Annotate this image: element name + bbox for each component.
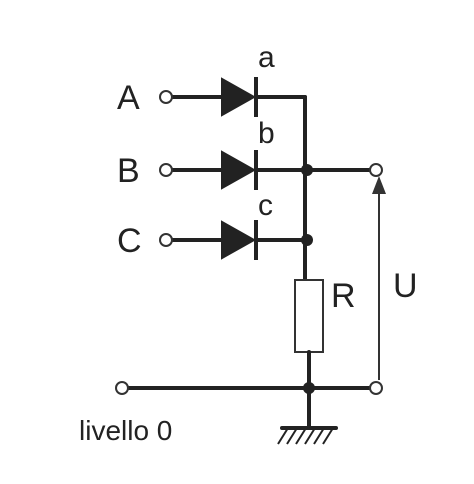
voltage-arrow-head	[372, 176, 386, 194]
label-diode-b: b	[258, 117, 275, 150]
input-b-branch	[159, 150, 372, 190]
terminal-c	[159, 233, 173, 247]
label-diode-c: c	[258, 189, 273, 222]
ground-terminal-left	[115, 381, 129, 395]
junction-ground	[303, 382, 315, 394]
diode-b-triangle	[221, 150, 257, 190]
label-ground-level: livello 0	[79, 415, 172, 446]
diode-c-triangle	[221, 220, 257, 260]
terminal-b	[159, 163, 173, 177]
label-output-voltage: U	[393, 267, 418, 305]
ground-symbol	[277, 426, 338, 445]
label-resistor: R	[331, 277, 356, 315]
label-input-c: C	[117, 222, 142, 260]
output-terminal-bottom	[369, 381, 383, 395]
output-terminal-top	[369, 163, 383, 177]
label-input-a: A	[117, 79, 140, 117]
diode-a-triangle	[221, 77, 257, 117]
input-a-branch	[159, 77, 307, 117]
resistor-r	[294, 279, 324, 353]
label-diode-a: a	[258, 41, 275, 74]
label-input-b: B	[117, 152, 140, 190]
input-c-branch	[159, 220, 307, 260]
output-voltage-arrow	[372, 176, 386, 380]
junction-c	[301, 234, 313, 246]
junction-b	[301, 164, 313, 176]
terminal-a	[159, 90, 173, 104]
